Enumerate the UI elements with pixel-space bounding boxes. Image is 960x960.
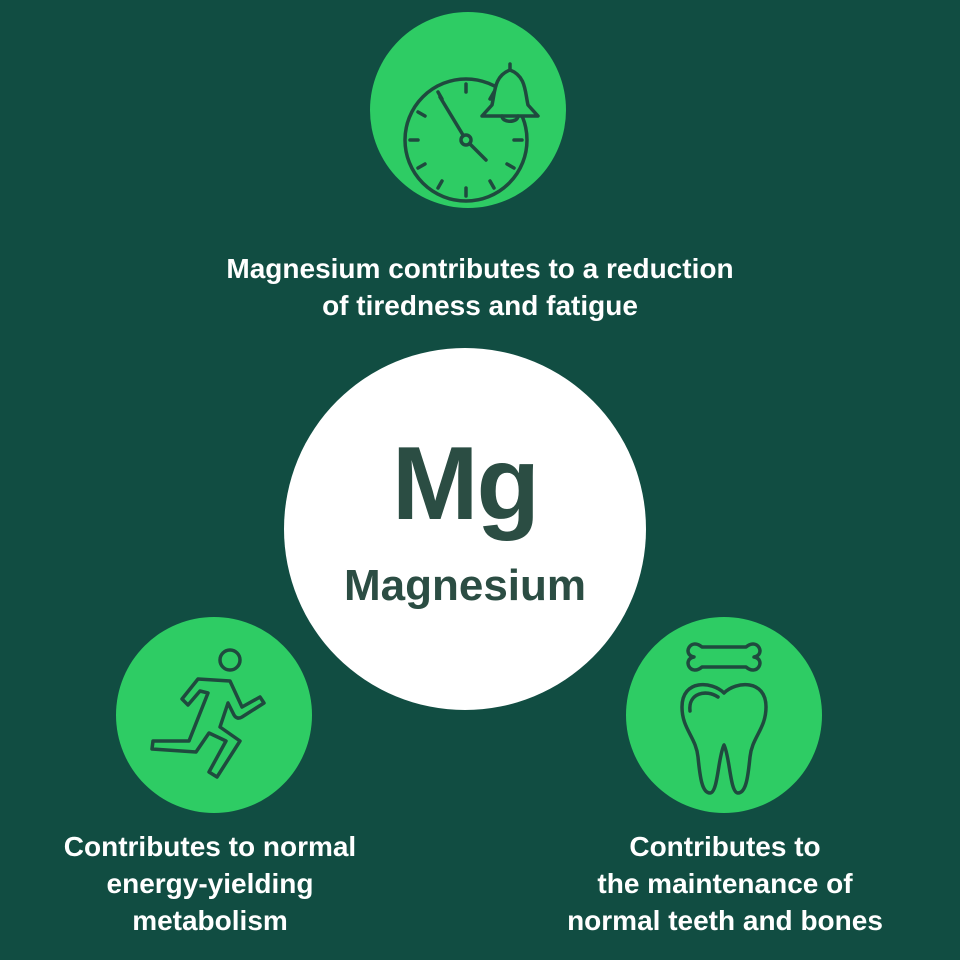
- element-symbol: Mg: [391, 426, 540, 542]
- benefit-circle-tiredness: [370, 12, 566, 208]
- caption-line: Magnesium contributes to a reduction: [226, 253, 734, 284]
- tooth-bone-icon: [626, 617, 822, 813]
- benefit-circle-energy: [116, 617, 312, 813]
- clock-bell-icon: [370, 12, 566, 208]
- element-name: Magnesium: [343, 561, 587, 610]
- caption-line: metabolism: [132, 905, 288, 936]
- caption-line: energy-yielding: [106, 868, 314, 899]
- caption-line: Contributes to: [629, 831, 821, 862]
- running-person-icon: [116, 617, 312, 813]
- caption-line: normal teeth and bones: [567, 905, 883, 936]
- benefit-caption-teeth-bones: Contributes to the maintenance of normal…: [520, 828, 930, 939]
- benefit-circle-teeth-bones: [626, 617, 822, 813]
- benefit-caption-tiredness: Magnesium contributes to a reduction of …: [120, 250, 840, 324]
- caption-line: of tiredness and fatigue: [322, 290, 638, 321]
- element-circle-magnesium: Mg Magnesium: [284, 348, 646, 710]
- caption-line: Contributes to normal: [63, 831, 357, 862]
- caption-line: the maintenance of: [597, 868, 853, 899]
- benefit-caption-energy: Contributes to normal energy-yielding me…: [10, 828, 410, 939]
